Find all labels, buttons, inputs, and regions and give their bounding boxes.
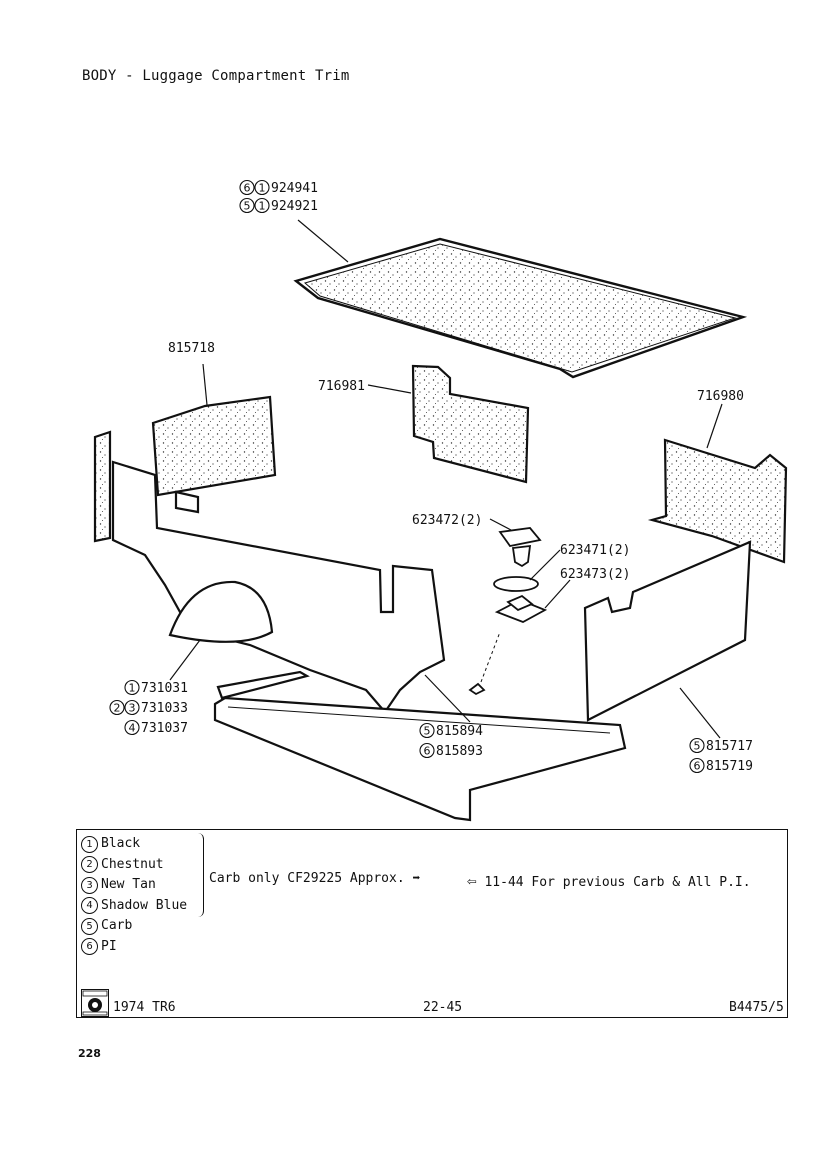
circled-number: 2 — [114, 702, 121, 715]
circled-number-marker — [124, 679, 140, 696]
part-number: 815717 — [706, 739, 753, 754]
legend-number: 1 — [81, 835, 98, 853]
left-side-trim — [111, 460, 446, 714]
circled-number: 6 — [424, 745, 431, 758]
part-label-716980: 716980 — [697, 389, 744, 404]
legend-reference: ⇦ 11-44 For previous Carb & All P.I. — [467, 871, 751, 890]
circled-number-marker — [124, 719, 140, 736]
part-number: 815719 — [706, 759, 753, 774]
circled-number: 5 — [694, 740, 701, 753]
mat-leader-line — [297, 219, 349, 263]
fastener-parts — [468, 527, 548, 696]
footer-model: 1974 TR6 — [113, 1000, 176, 1015]
circled-number: 1 — [259, 182, 266, 195]
circled-number: 5 — [244, 200, 251, 213]
circled-number-marker — [124, 699, 140, 716]
circled-number-marker — [254, 197, 270, 214]
legend-name: Carb — [101, 918, 133, 933]
right-trim-part-labels: 5 815717 6 815719 — [689, 737, 753, 774]
circled-number: 4 — [129, 722, 136, 735]
part-label-716981: 716981 — [318, 379, 365, 394]
legend-number: 5 — [81, 917, 98, 935]
part-number: 815893 — [436, 744, 483, 759]
rear-right-panel — [647, 438, 788, 564]
right-side-trim — [583, 540, 752, 722]
fastener-1-leader — [489, 518, 512, 531]
circled-number: 6 — [694, 760, 701, 773]
circled-number: 1 — [259, 200, 266, 213]
british-leyland-logo — [81, 989, 109, 1017]
note-text: Carb only CF29225 Approx. — [209, 871, 405, 886]
centre-panel-leader — [367, 384, 412, 394]
fastener-2-leader — [529, 549, 561, 581]
legend-number: 6 — [81, 938, 98, 955]
legend-number: 4 — [81, 897, 98, 914]
legend-brace — [195, 833, 204, 917]
circled-number-marker — [239, 179, 255, 196]
legend-name: PI — [101, 938, 117, 954]
front-panel-part-labels: 5 815894 6 815893 — [419, 722, 483, 759]
page-title: BODY - Luggage Compartment Trim — [82, 68, 350, 84]
luggage-floor-mat — [293, 237, 748, 379]
legend-name: Shadow Blue — [101, 897, 188, 913]
rear-left-board — [93, 395, 277, 543]
part-number: 924921 — [271, 199, 318, 214]
circled-number: 6 — [244, 182, 251, 195]
circled-number: 3 — [129, 702, 136, 715]
circled-number: 1 — [129, 682, 136, 695]
footer-code: B4475/5 — [729, 1000, 784, 1015]
fastener-3-leader — [544, 579, 571, 609]
circled-number-marker — [689, 737, 705, 754]
footer-page-ref: 22-45 — [423, 1000, 463, 1015]
circled-number-marker — [239, 197, 255, 214]
legend-number: 3 — [81, 876, 98, 894]
centre-panel — [411, 364, 530, 484]
circled-number: 5 — [424, 725, 431, 738]
part-number: 731031 — [141, 681, 188, 696]
circled-number-marker — [254, 179, 270, 196]
left-trim-leader — [169, 639, 201, 681]
circled-number-marker — [419, 742, 435, 759]
part-number: 731037 — [141, 721, 188, 736]
legend-name: New Tan — [101, 877, 156, 892]
part-label-623472: 623472(2) — [412, 513, 482, 528]
page-number: 228 — [78, 1047, 101, 1060]
part-number: 815894 — [436, 724, 483, 739]
part-label-623473: 623473(2) — [560, 567, 630, 582]
circled-number-marker — [109, 699, 125, 716]
legend-name: Black — [101, 836, 141, 851]
reference-text: 11-44 For previous Carb & All P.I. — [484, 875, 751, 890]
legend-number: 2 — [81, 856, 98, 873]
circled-number-marker — [419, 722, 435, 739]
board-815718-leader — [202, 363, 208, 406]
right-arrow-icon: ➡ — [412, 871, 421, 886]
circled-number-marker — [689, 757, 705, 774]
part-label-815718: 815718 — [168, 341, 215, 356]
part-number: 731033 — [141, 701, 188, 716]
front-panel-leader — [424, 674, 471, 723]
legend-note: Carb only CF29225 Approx. ➡ — [209, 871, 420, 886]
legend-name: Chestnut — [101, 856, 164, 872]
front-panel — [213, 670, 627, 822]
part-number: 924941 — [271, 181, 318, 196]
part-label-623471: 623471(2) — [560, 543, 630, 558]
right-trim-leader — [679, 687, 721, 739]
rear-right-panel-leader — [706, 403, 723, 449]
outline-left-arrow-icon: ⇦ — [467, 871, 477, 890]
